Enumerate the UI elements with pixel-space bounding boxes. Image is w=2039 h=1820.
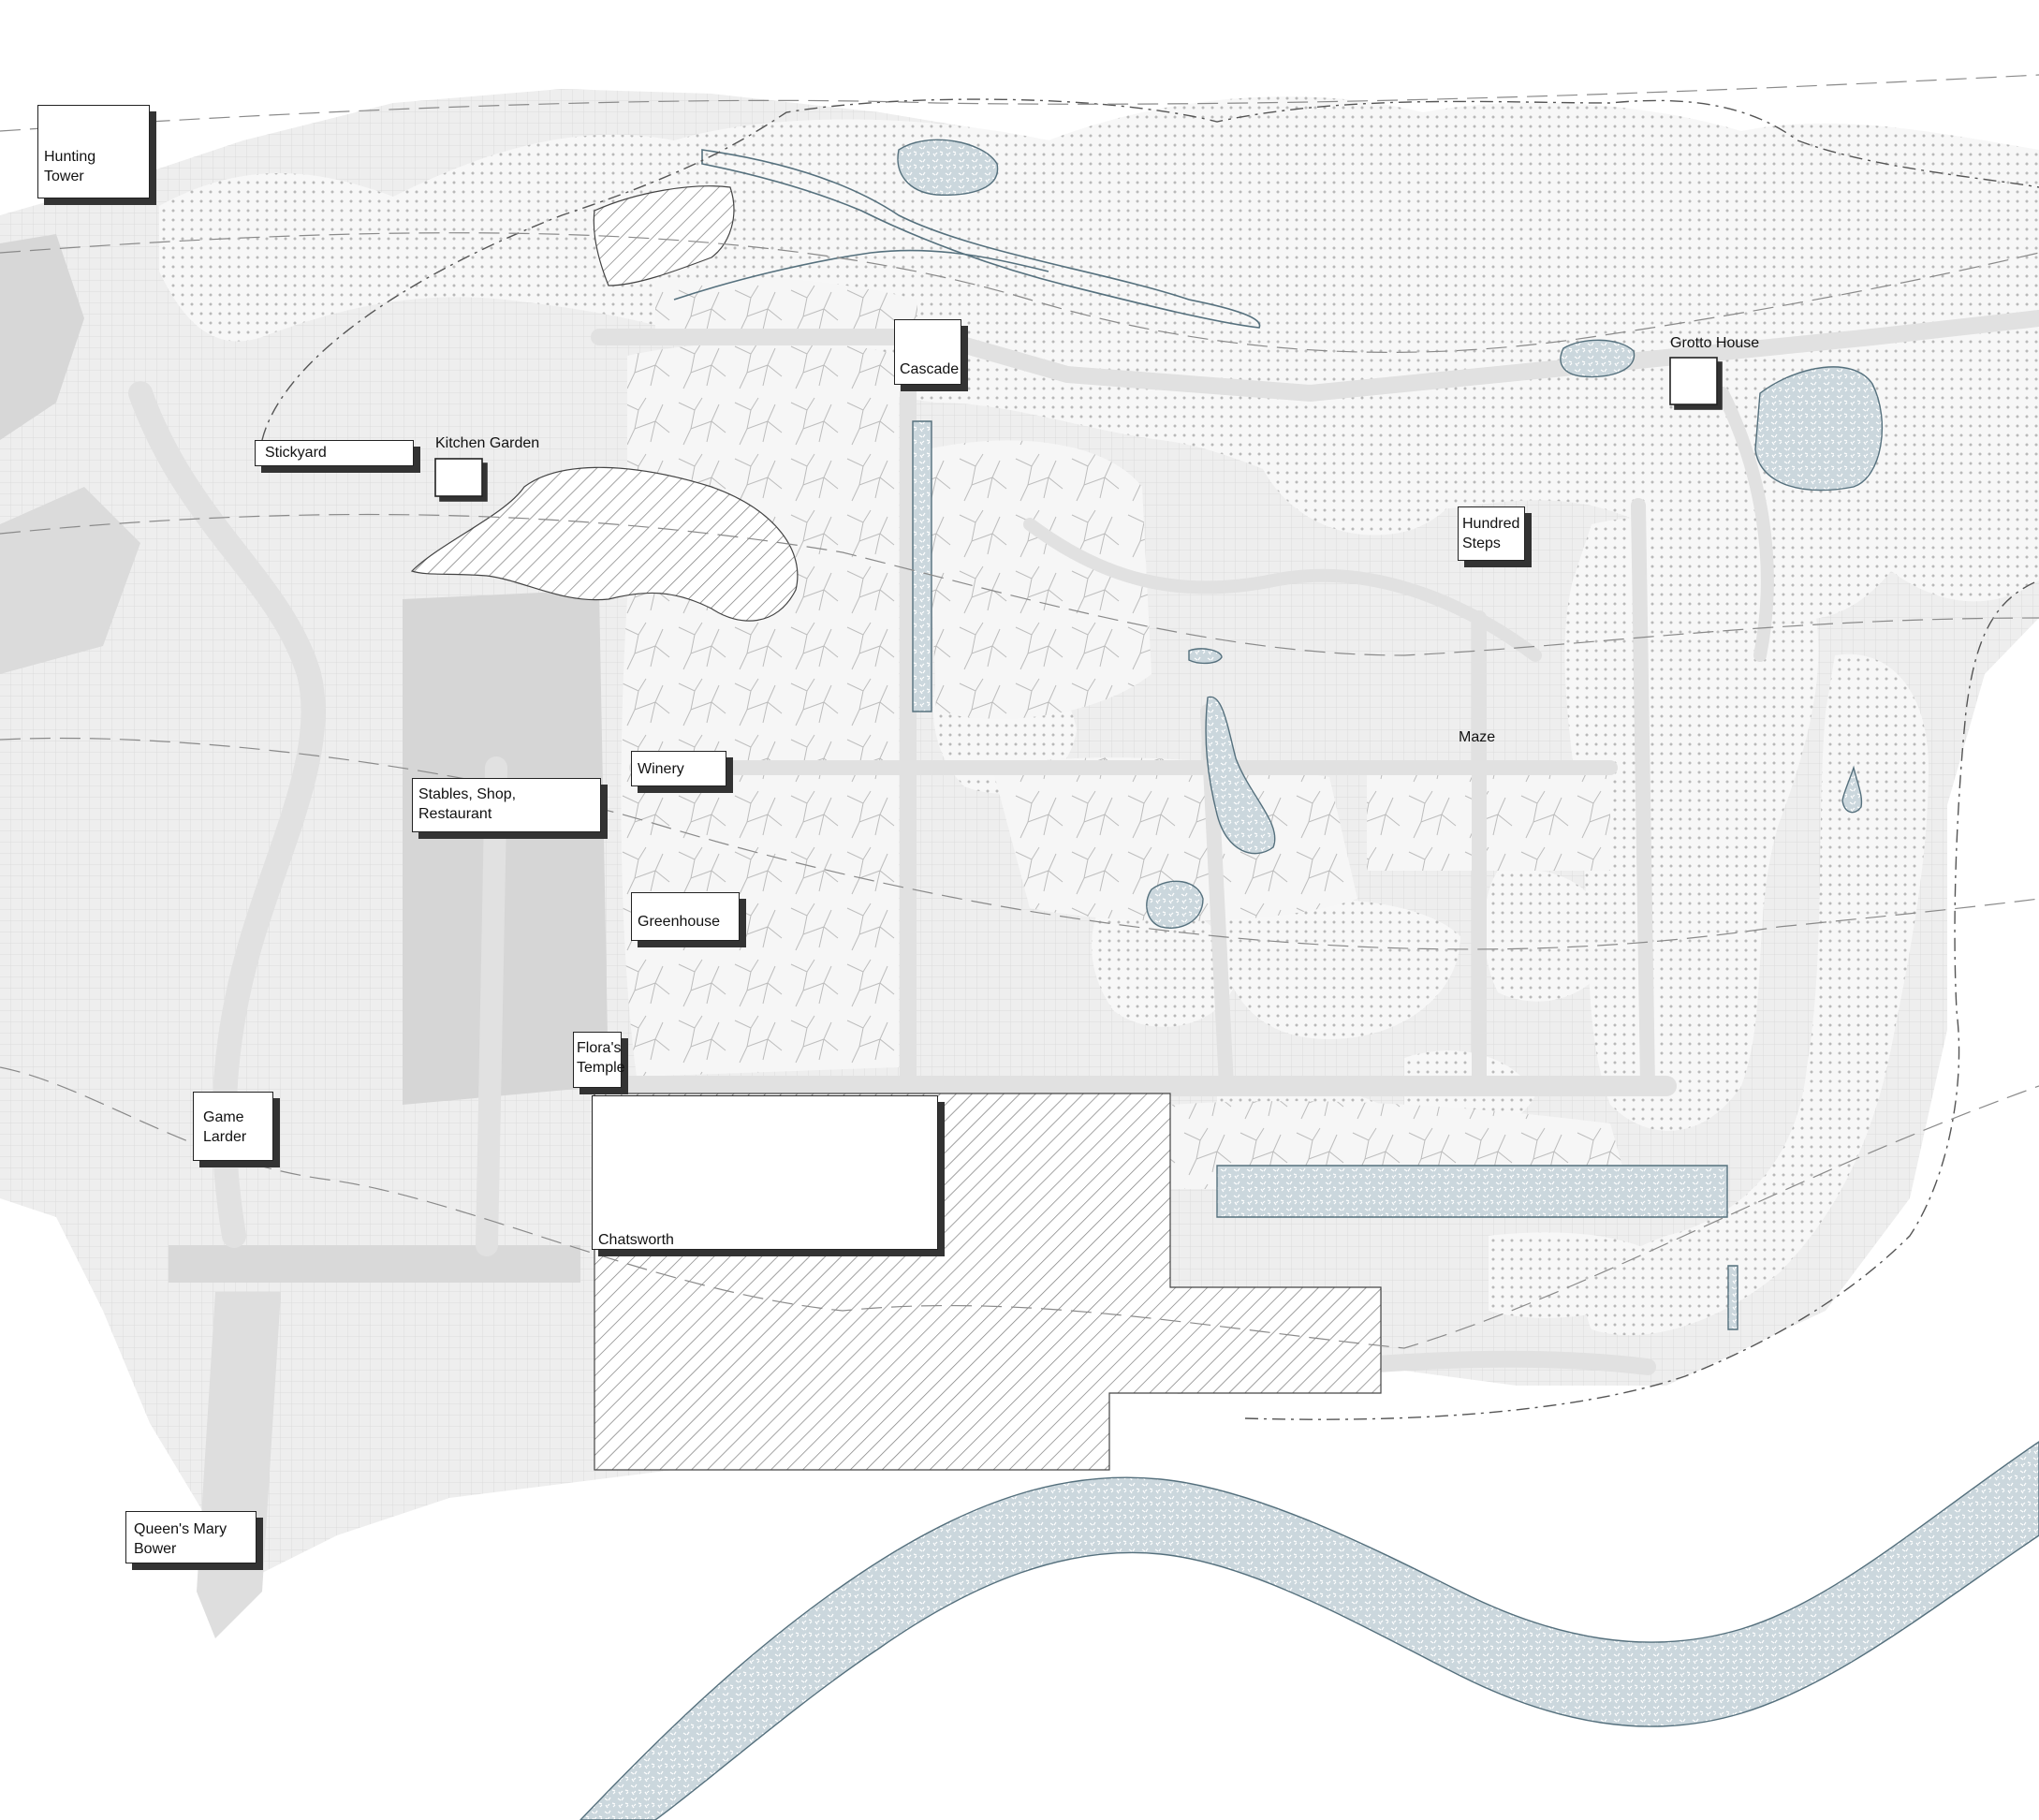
game-larder-label[interactable]: Game Larder [193, 1092, 273, 1161]
grotto-house-label[interactable]: Grotto House [1670, 335, 1760, 351]
hunting-tower-text: Hunting Tower [44, 149, 96, 184]
chatsworth-text: Chatsworth [598, 1232, 674, 1248]
kitchen-garden-label[interactable]: Kitchen Garden [435, 435, 540, 451]
contour-lines [0, 74, 2039, 1349]
queens-bower-text: Queen's Mary Bower [134, 1521, 227, 1557]
maze-label[interactable]: Maze [1459, 729, 1496, 745]
grotto-house-building [1669, 357, 1718, 405]
hunting-tower-label[interactable]: Hunting Tower [37, 105, 150, 198]
hundred-steps-text: Hundred Steps [1462, 516, 1520, 551]
queens-bower-label[interactable]: Queen's Mary Bower [125, 1511, 257, 1563]
winery-text: Winery [638, 761, 684, 777]
winery-label[interactable]: Winery [631, 751, 726, 786]
greenhouse-label[interactable]: Greenhouse [631, 892, 740, 941]
greenhouse-text: Greenhouse [638, 914, 721, 930]
kitchen-garden-building [434, 458, 483, 497]
building-outlines [434, 357, 1718, 497]
stables-label[interactable]: Stables, Shop, Restaurant [412, 778, 601, 832]
hundred-steps-label[interactable]: Hundred Steps [1458, 506, 1525, 561]
cascade-text: Cascade [900, 361, 960, 377]
stickyard-text: Stickyard [265, 445, 327, 461]
floras-temple-label[interactable]: Flora's Temple [573, 1032, 625, 1088]
game-larder-text: Game Larder [203, 1109, 247, 1145]
stickyard-label[interactable]: Stickyard [255, 440, 414, 466]
stables-text: Stables, Shop, Restaurant [418, 786, 517, 822]
cascade-label[interactable]: Cascade [894, 319, 961, 385]
floras-temple-text: Flora's Temple [577, 1040, 625, 1076]
boundary-lines [261, 98, 2039, 1420]
chatsworth-label[interactable]: Chatsworth [592, 1095, 938, 1250]
